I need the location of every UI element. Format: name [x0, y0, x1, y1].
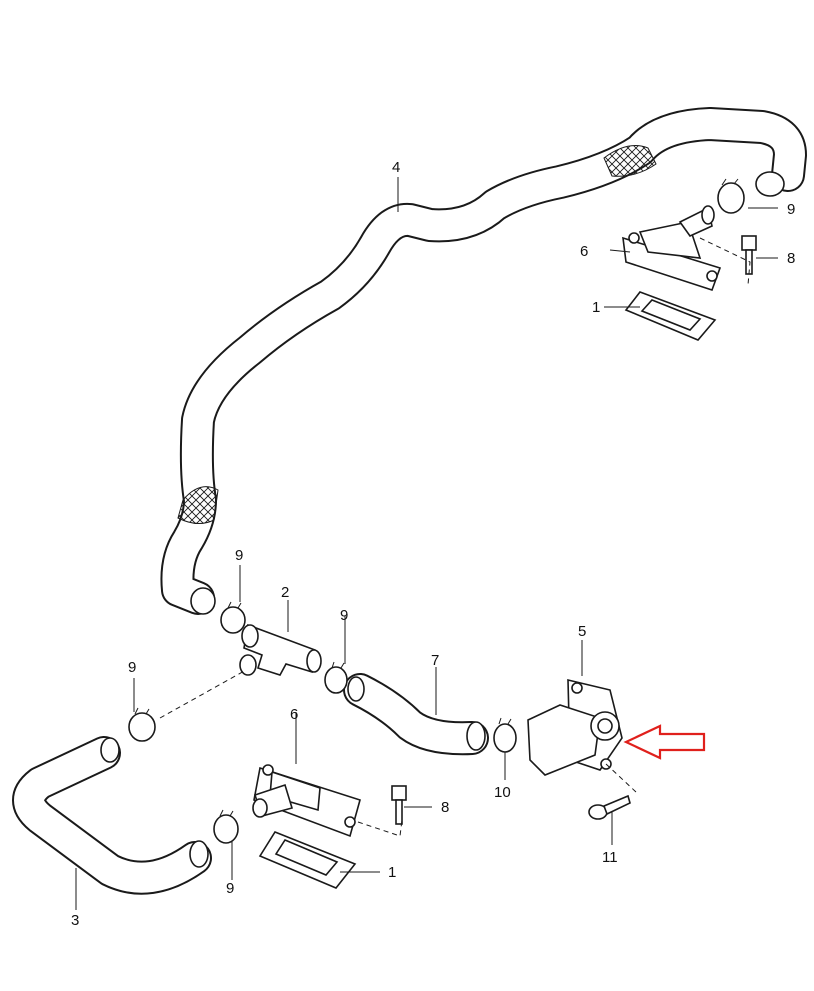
callout-9-upper-right: 9: [787, 201, 795, 218]
hose-7: [343, 673, 489, 756]
callout-4: 4: [392, 159, 400, 176]
callout-10: 10: [494, 784, 511, 801]
valve-5: [527, 678, 623, 776]
highlight-arrow: [623, 724, 706, 760]
t-connector-2: [239, 623, 322, 676]
clamp-9-upper-right: [717, 178, 745, 214]
clamp-9-left: [128, 707, 156, 742]
callout-9-lower: 9: [226, 880, 234, 897]
callout-9-middle: 9: [340, 607, 348, 624]
clamp-9-lower: [213, 809, 239, 844]
flange-6-lower: [252, 764, 361, 838]
clamp-9-right-of-tee: [324, 661, 348, 694]
assembly-lines: [159, 237, 751, 837]
callout-7: 7: [431, 652, 439, 669]
screw-11: [588, 794, 631, 820]
callout-6-upper: 6: [580, 243, 588, 260]
callout-9-top-left: 9: [235, 547, 243, 564]
callout-1-upper: 1: [592, 299, 600, 316]
callout-6-lower: 6: [290, 706, 298, 723]
callout-3: 3: [71, 912, 79, 929]
callout-11: 11: [602, 849, 618, 866]
callout-5: 5: [578, 623, 586, 640]
flange-6-upper: [622, 205, 722, 292]
hose-4: [160, 107, 807, 615]
callout-9-left: 9: [128, 659, 136, 676]
bolt-8-lower: [391, 785, 407, 825]
hose-3: [12, 736, 212, 895]
gasket-1-upper: [624, 291, 717, 341]
clamp-9-near-hose-end: [220, 601, 246, 634]
gasket-1-lower: [258, 831, 357, 889]
callout-1-lower: 1: [388, 864, 396, 881]
clamp-10: [493, 717, 517, 753]
callout-8-upper: 8: [787, 250, 795, 267]
leader-lines: [75, 177, 778, 910]
callout-2: 2: [281, 584, 289, 601]
bolt-8-upper: [741, 235, 757, 275]
callout-8-lower: 8: [441, 799, 449, 816]
